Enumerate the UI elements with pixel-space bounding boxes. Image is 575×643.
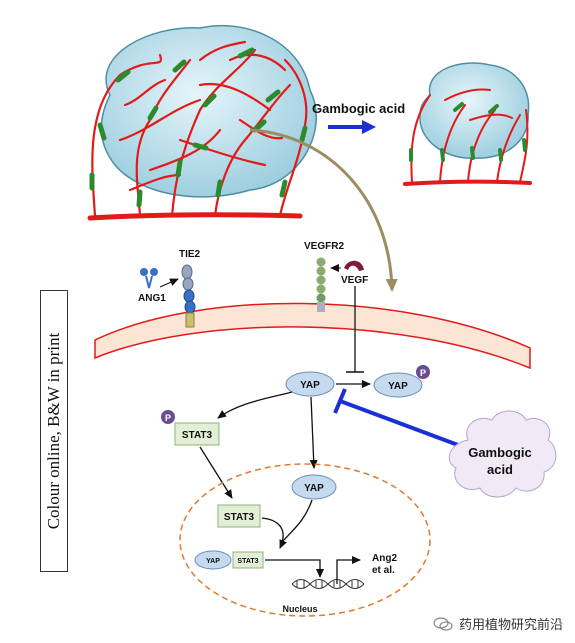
gambogic-inhibition-bar bbox=[333, 388, 347, 414]
transcription-arrow bbox=[336, 556, 361, 584]
cell-membrane bbox=[94, 302, 531, 370]
small-tumor bbox=[403, 62, 532, 186]
complex-stat3-label: STAT3 bbox=[237, 558, 258, 565]
phospho-badge-yap bbox=[416, 365, 430, 379]
target-genes-line1: Ang2 bbox=[372, 553, 397, 564]
large-tumor bbox=[87, 24, 317, 221]
yap-nucleus-label: YAP bbox=[304, 483, 324, 494]
gambogic-acid-top-label: Gambogic acid bbox=[312, 101, 405, 116]
complex-to-dna-arrow bbox=[265, 559, 324, 578]
ang1-label: ANG1 bbox=[138, 293, 166, 304]
yap-merge-line bbox=[281, 499, 313, 543]
vegfr2-receptor bbox=[316, 257, 326, 312]
endothelial-cell-arrow bbox=[249, 128, 398, 292]
cloud-label-line1: Gambogic bbox=[468, 445, 532, 460]
complex-stat3 bbox=[232, 551, 264, 569]
complex-formation-arrow bbox=[261, 517, 287, 549]
nucleus-label: Nucleus bbox=[282, 604, 317, 614]
yap-nuclear-translocation-arrow bbox=[309, 396, 318, 469]
cloud-label-line2: acid bbox=[487, 462, 513, 477]
colour-note-box: Colour online, B&W in print bbox=[40, 290, 68, 572]
vegf-label: VEGF bbox=[341, 275, 368, 286]
watermark-text: 药用植物研究前沿 bbox=[458, 618, 563, 633]
target-genes-line2: et al. bbox=[372, 565, 395, 576]
gambogic-inhibition-line bbox=[339, 399, 459, 447]
vegfr2-label: VEGFR2 bbox=[304, 241, 344, 252]
stat3-nuclear-translocation-arrow bbox=[199, 446, 233, 499]
phospho-badge-yap-label: P bbox=[420, 368, 426, 378]
stat3-node-nucleus bbox=[217, 504, 261, 528]
phospho-badge-stat3-label: P bbox=[165, 413, 171, 423]
gambogic-acid-cloud bbox=[448, 410, 557, 498]
dna-helix bbox=[291, 579, 365, 589]
colour-note-text: Colour online, B&W in print bbox=[44, 332, 63, 530]
complex-yap bbox=[194, 550, 232, 570]
nucleus-boundary bbox=[179, 463, 431, 617]
stat3-top-label: STAT3 bbox=[182, 430, 213, 441]
yap-phospho-label: YAP bbox=[388, 381, 408, 392]
tie2-receptor bbox=[181, 264, 196, 328]
ang1-ligand bbox=[140, 268, 158, 289]
yap-to-stat3-arrow bbox=[217, 391, 293, 419]
yap-node-top bbox=[285, 371, 335, 397]
complex-yap-label: YAP bbox=[206, 558, 220, 565]
yap-node-nucleus bbox=[291, 474, 337, 500]
watermark: 药用植物研究前沿 bbox=[433, 614, 563, 633]
stat3-nucleus-label: STAT3 bbox=[224, 512, 255, 523]
wechat-icon bbox=[433, 616, 453, 631]
stat3-node-top bbox=[174, 422, 220, 446]
yap-phospho-node bbox=[373, 372, 423, 398]
tie2-label: TIE2 bbox=[179, 249, 201, 260]
yap-top-label: YAP bbox=[300, 380, 320, 391]
phospho-badge-stat3 bbox=[161, 410, 175, 424]
vegf-ligand bbox=[344, 260, 364, 271]
ang1-binding-arrow bbox=[159, 278, 179, 288]
